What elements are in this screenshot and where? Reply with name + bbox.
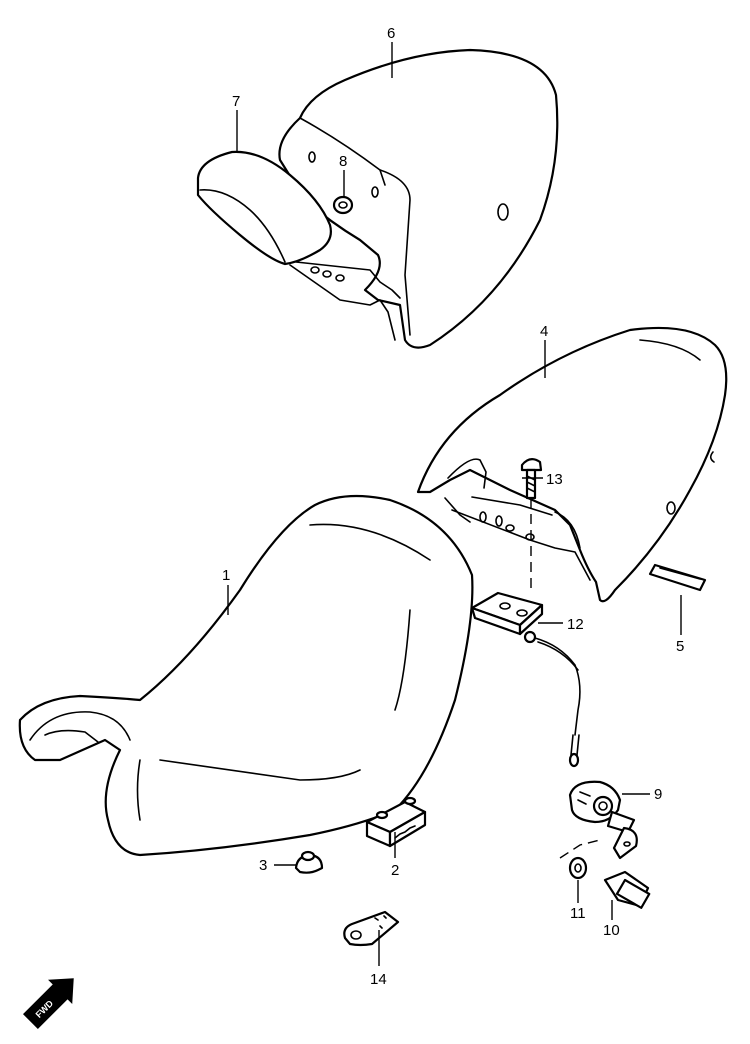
part-7-cowl-pad[interactable] bbox=[196, 150, 332, 266]
callout-1: 1 bbox=[222, 567, 230, 584]
callout-3: 3 bbox=[259, 857, 267, 874]
part-4-rear-seat[interactable] bbox=[416, 326, 728, 603]
part-5-strip[interactable] bbox=[648, 563, 707, 592]
part-10-bolt[interactable] bbox=[603, 870, 651, 909]
part-11-washer[interactable] bbox=[568, 856, 588, 880]
callout-14: 14 bbox=[370, 971, 387, 988]
assembly-line-lock bbox=[559, 839, 601, 859]
callout-13: 13 bbox=[546, 471, 563, 488]
callout-7: 7 bbox=[232, 93, 240, 110]
part-9-seat-lock[interactable] bbox=[568, 780, 638, 860]
callout-4: 4 bbox=[540, 323, 548, 340]
part-2-damper-block[interactable] bbox=[365, 796, 427, 848]
part-14-bracket-plate[interactable] bbox=[343, 910, 400, 947]
callout-12: 12 bbox=[567, 616, 584, 633]
callout-6: 6 bbox=[387, 25, 395, 42]
callout-9: 9 bbox=[654, 786, 662, 803]
leader-lines bbox=[227, 42, 682, 966]
callout-2: 2 bbox=[391, 862, 399, 879]
callout-10: 10 bbox=[603, 922, 620, 939]
fwd-arrow-icon: FWD bbox=[23, 978, 74, 1029]
part-12-lock-bracket[interactable] bbox=[470, 591, 581, 768]
part-6-seat-tail-cowl[interactable] bbox=[278, 48, 559, 349]
part-1-front-seat[interactable] bbox=[18, 494, 474, 857]
callout-5: 5 bbox=[676, 638, 684, 655]
callout-11: 11 bbox=[570, 905, 586, 922]
part-3-cushion[interactable] bbox=[294, 850, 324, 874]
callout-8: 8 bbox=[339, 153, 347, 170]
part-8-cushion[interactable] bbox=[332, 195, 354, 215]
